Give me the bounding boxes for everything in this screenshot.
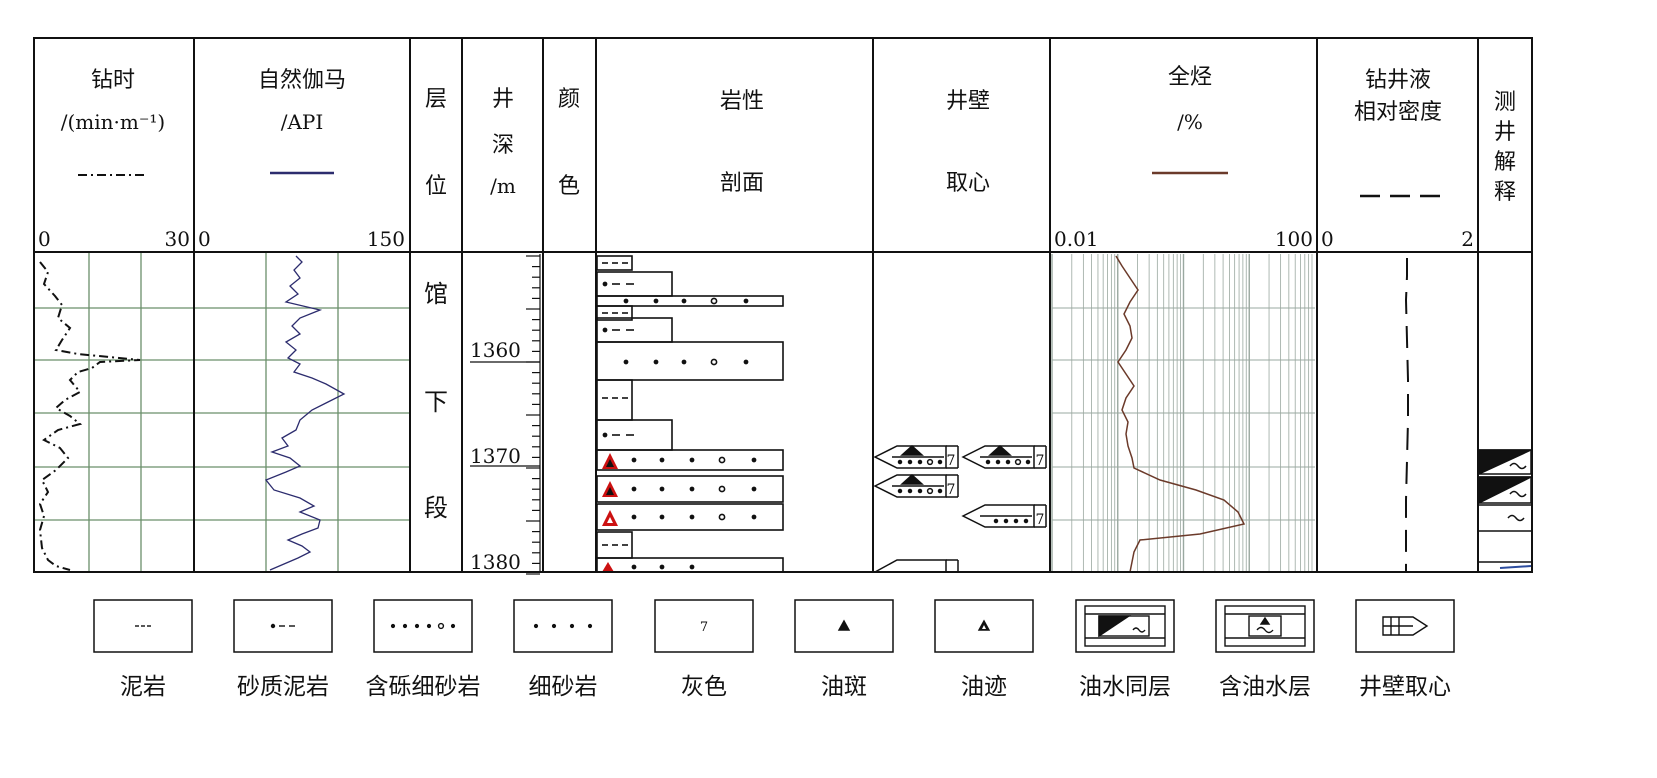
oil-show-markers [602, 453, 618, 572]
gas-unit: /% [1177, 110, 1203, 134]
depth-label-1360: 1360 [470, 338, 521, 362]
interp-oil-water-2 [1478, 476, 1532, 505]
legend-label-grey: 灰色 [681, 674, 727, 700]
core-color-code-2: 7 [1036, 453, 1045, 469]
legend-label-fine-sandstone: 细砂岩 [529, 674, 598, 700]
core-color-code-1: 7 [947, 453, 956, 469]
legend-swatch-pebbly-fine-sandstone [390, 622, 456, 630]
legend-item-oil-water: 油水同层 [1075, 599, 1175, 700]
depth-label-1370: 1370 [470, 444, 521, 468]
fluid-density-curve [1404, 258, 1409, 572]
oil-trace-marker-4 [602, 562, 614, 572]
gas-scale-max: 100 [1275, 227, 1313, 251]
layer-title-bottom: 位 [425, 174, 447, 199]
legend-swatch-sidewall-core [1382, 616, 1429, 636]
depth-title-1: 井 [492, 87, 514, 112]
drill-time-title: 钻时 [91, 68, 135, 93]
oil-spot-marker-2 [602, 481, 618, 497]
legend-item-sidewall-core: 井壁取心 [1355, 599, 1455, 700]
interp-title-2: 井 [1494, 120, 1516, 145]
interp-title-3: 解 [1494, 150, 1516, 175]
interp-title-4: 释 [1494, 180, 1516, 205]
legend-label-oil-spot: 油斑 [821, 674, 867, 700]
gamma-curve [264, 255, 346, 571]
legend-item-grey: 7 灰色 [654, 599, 754, 700]
core-sample-4 [961, 504, 1047, 528]
legend-item-mudstone: 泥岩 [93, 599, 193, 700]
legend-swatch-oil-water [1084, 605, 1166, 647]
gas-title: 全烃 [1168, 65, 1212, 90]
core-title-bottom: 取心 [946, 171, 990, 196]
interp-water [1479, 504, 1531, 532]
formation-char-3: 段 [424, 494, 448, 522]
legend-item-oily-water: 含油水层 [1215, 599, 1315, 700]
interp-oil-water-1 [1478, 449, 1532, 476]
depth-title-3: /m [490, 174, 516, 198]
lithology-title-bottom: 剖面 [720, 171, 764, 196]
depth-title-2: 深 [492, 133, 514, 158]
core-sample-5 [874, 559, 959, 573]
drill-time-curve [38, 261, 141, 571]
lithology-title-top: 岩性 [720, 89, 764, 114]
legend-swatch-oil-trace [977, 619, 991, 631]
legend-label-mudstone: 泥岩 [120, 674, 166, 700]
legend-label-sandy-mudstone: 砂质泥岩 [237, 674, 329, 700]
color-title-bottom: 色 [558, 174, 580, 199]
drill-time-scale-max: 30 [165, 227, 190, 251]
fluid-title-2: 相对密度 [1354, 100, 1442, 125]
legend-label-sidewall-core: 井壁取心 [1359, 674, 1451, 700]
depth-label-1380: 1380 [470, 550, 521, 574]
core-color-code-4: 7 [1036, 512, 1045, 528]
fluid-title-1: 钻井液 [1365, 68, 1431, 93]
drill-time-unit: /(min·m⁻¹) [61, 110, 165, 134]
oil-trace-marker-3 [602, 510, 618, 526]
depth-scale [526, 254, 541, 575]
log-interpretation [1478, 449, 1532, 569]
core-title-top: 井壁 [946, 89, 990, 114]
legend-swatch-oil-spot [837, 619, 851, 631]
total-gas-curve [1115, 255, 1246, 573]
legend-label-pebbly-fine-sandstone: 含砾细砂岩 [366, 674, 481, 700]
gamma-unit: /API [281, 110, 324, 134]
color-title-top: 颜 [558, 87, 580, 112]
layer-title-top: 层 [425, 87, 447, 112]
legend-swatch-sandy-mudstone [270, 623, 295, 629]
legend-swatch-oily-water [1224, 605, 1306, 647]
legend: 泥岩 砂质泥岩 含砾细砂岩 细砂岩 7 灰色 油斑 油迹 油水同层 含油水层 井壁取心 [93, 599, 1455, 700]
sidewall-cores [873, 444, 1047, 573]
core-sample-2 [961, 444, 1047, 469]
formation-char-2: 下 [424, 388, 448, 416]
formation-char-1: 馆 [424, 280, 448, 308]
legend-swatch-fine-sandstone [533, 623, 593, 629]
gamma-scale-min: 0 [198, 227, 211, 251]
fluid-scale-max: 2 [1461, 227, 1474, 251]
legend-item-oil-trace: 油迹 [934, 599, 1034, 700]
core-sample-3 [873, 473, 959, 498]
legend-item-oil-spot: 油斑 [794, 599, 894, 700]
gas-scale-min: 0.01 [1054, 227, 1099, 251]
drill-time-scale-min: 0 [38, 227, 51, 251]
core-color-code-3: 7 [947, 482, 956, 498]
gamma-grid [195, 252, 409, 572]
legend-label-oil-water: 油水同层 [1079, 674, 1171, 700]
gamma-scale-max: 150 [367, 227, 405, 251]
lithology-profile [596, 255, 784, 573]
legend-grey-symbol: 7 [700, 620, 708, 635]
core-sample-1 [873, 444, 959, 469]
legend-item-pebbly-fine-sandstone: 含砾细砂岩 [366, 599, 481, 700]
gamma-title: 自然伽马 [258, 68, 346, 93]
table-frame [33, 37, 1533, 573]
legend-item-sandy-mudstone: 砂质泥岩 [233, 599, 333, 700]
legend-label-oil-trace: 油迹 [961, 674, 1007, 700]
legend-label-oily-water: 含油水层 [1219, 674, 1311, 700]
legend-item-fine-sandstone: 细砂岩 [513, 599, 613, 700]
oil-spot-marker-1 [602, 453, 618, 469]
total-gas-grid [1051, 254, 1315, 572]
drill-time-grid [35, 252, 193, 572]
fluid-scale-min: 0 [1321, 227, 1334, 251]
interp-title-1: 测 [1494, 90, 1516, 115]
